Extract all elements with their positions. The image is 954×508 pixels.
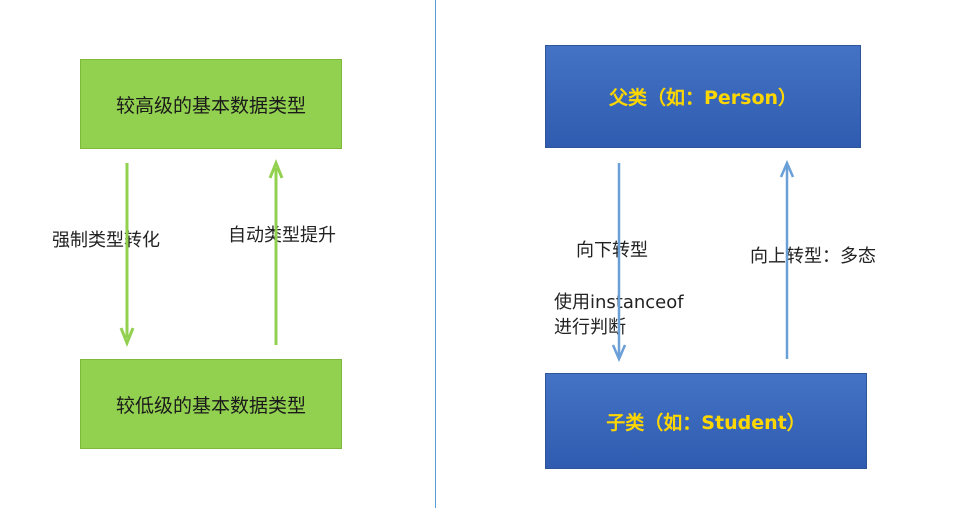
up-arrow-icon: [268, 158, 284, 345]
upcast-polymorphism-label: 向上转型：多态: [750, 246, 876, 267]
instanceof-note-line2: 进行判断: [554, 317, 626, 338]
center-divider: [435, 0, 436, 508]
explicit-cast-label: 强制类型转化: [52, 230, 160, 251]
lower-primitive-type-label: 较低级的基本数据类型: [115, 394, 306, 417]
higher-primitive-type-box: 较高级的基本数据类型: [80, 59, 342, 149]
downcast-arrow-icon: [611, 163, 627, 363]
child-class-label: 子类（如：Student）: [606, 411, 806, 434]
downcast-label: 向下转型: [576, 240, 648, 261]
auto-promotion-label: 自动类型提升: [228, 225, 336, 246]
lower-primitive-type-box: 较低级的基本数据类型: [80, 359, 342, 449]
upcast-arrow-icon: [779, 159, 795, 359]
child-class-box: 子类（如：Student）: [545, 373, 867, 469]
parent-class-label: 父类（如：Person）: [608, 87, 798, 109]
parent-class-box: 父类（如：Person）: [545, 45, 861, 148]
higher-primitive-type-label: 较高级的基本数据类型: [115, 94, 306, 117]
down-arrow-icon: [119, 163, 135, 348]
